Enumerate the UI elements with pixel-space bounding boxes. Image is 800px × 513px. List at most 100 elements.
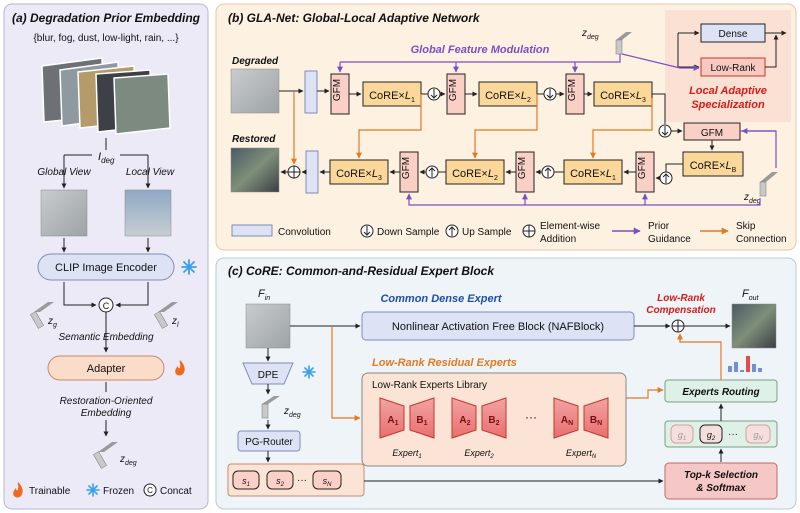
panel-core-block: (c) CoRE: Common-and-Residual Expert Blo… — [215, 257, 797, 510]
panel-c-title: (c) CoRE: Common-and-Residual Expert Blo… — [228, 264, 495, 278]
low-rank-compensation-2: Compensation — [646, 305, 715, 316]
local-adaptive-line2: Specialization — [691, 99, 765, 111]
legend-prior-1: Prior — [648, 221, 670, 232]
low-rank-label: Low-Rank — [710, 63, 756, 74]
core-e1-label: CoRE×L1 — [369, 90, 415, 104]
frozen-icon — [181, 259, 197, 275]
z-deg-label-b-top: zdeg — [581, 28, 599, 41]
legend-skip-1: Skip — [736, 221, 756, 232]
gfm-dec-2-label: GFM — [517, 157, 528, 179]
legend-up-sample: Up Sample — [462, 227, 512, 238]
clip-image-encoder — [37, 253, 175, 281]
core-d1-label: CoRE×L1 — [570, 168, 616, 182]
core-d2 — [445, 159, 505, 185]
gate-ellipsis: ··· — [728, 429, 738, 440]
core-d3 — [329, 159, 389, 185]
legend-down-sample: Down Sample — [377, 227, 440, 238]
topk-softmax — [664, 462, 778, 500]
adapter-label: Adapter — [87, 363, 126, 375]
core-bottleneck-label: CoRE×LB — [690, 160, 737, 174]
legend-element-wise-1: Element-wise — [540, 221, 600, 232]
core-d2-label: CoRE×L2 — [452, 168, 498, 182]
restored-label: Restored — [232, 134, 276, 145]
z-deg-label-a: zdeg — [119, 454, 137, 467]
experts-ellipsis: ··· — [525, 410, 537, 424]
z-g-label: zg — [47, 316, 57, 329]
z-g-vector — [30, 302, 54, 329]
gfm-dec-1-label: GFM — [637, 157, 648, 179]
svg-text:A1: A1 — [387, 415, 398, 427]
trainable-legend-icon — [13, 482, 23, 498]
encoder-conv — [304, 70, 318, 114]
decoder-conv — [305, 150, 319, 194]
restored-output-image — [230, 147, 280, 193]
dpe-label: DPE — [258, 370, 279, 381]
local-view-label: Local View — [126, 167, 175, 178]
core-e1 — [362, 81, 422, 107]
i-deg-label: Ideg — [98, 151, 115, 165]
degraded-label: Degraded — [232, 56, 279, 67]
pg-router — [237, 430, 301, 452]
legend-prior-2: Guidance — [648, 234, 691, 245]
core-bottleneck — [682, 151, 744, 177]
z-deg-vector-top — [615, 32, 632, 55]
semantic-embedding-label: Semantic Embedding — [58, 332, 153, 343]
z-deg-label-b-bottom: zdeg — [743, 192, 761, 205]
degradation-set-label: {blur, fog, dust, low-light, rain, ...} — [33, 33, 179, 44]
global-feature-modulation-label: Global Feature Modulation — [411, 44, 550, 56]
f-in-label: Fin — [258, 288, 270, 302]
gate-gn: gN — [753, 430, 763, 442]
expert-n: AN BN ExpertN — [553, 397, 609, 460]
core-e2 — [478, 81, 538, 107]
pg-router-label: PG-Router — [245, 437, 293, 448]
convolution-legend-icon — [231, 224, 273, 237]
score-s1: s1 — [242, 476, 250, 488]
dpe-block — [242, 362, 294, 385]
panel-b-title: (b) GLA-Net: Global-Local Adaptive Netwo… — [228, 11, 481, 25]
z-deg-label-c: zdeg — [283, 406, 301, 419]
degraded-input-image — [230, 68, 280, 114]
gfm-enc-2-label: GFM — [448, 79, 459, 101]
expert-1: A1 B1 Expert1 — [379, 397, 435, 460]
global-view-image — [40, 189, 88, 237]
panel-b-legend: Convolution Down Sample Up Sample Elemen… — [231, 221, 787, 245]
topk-label-2: & Softmax — [696, 483, 746, 494]
common-dense-expert-label: Common Dense Expert — [380, 293, 502, 305]
core-e3-label: CoRE×L3 — [600, 90, 646, 104]
svg-text:A2: A2 — [459, 415, 470, 427]
experts-library-label: Low-Rank Experts Library — [372, 380, 487, 391]
gfm-dec-3-label: GFM — [401, 157, 412, 179]
expert-2-label: Expert2 — [464, 448, 494, 460]
legend-convolution: Convolution — [278, 227, 331, 238]
low-rank-residual-experts-label: Low-Rank Residual Experts — [372, 357, 517, 369]
svg-text:B1: B1 — [416, 415, 427, 427]
gate-g1: g1 — [678, 430, 686, 442]
concat-symbol-letter: C — [103, 301, 110, 311]
z-l-label: zl — [171, 316, 179, 329]
clip-image-encoder-label: CLIP Image Encoder — [55, 262, 157, 274]
trainable-fire-icon — [175, 360, 185, 376]
dpe-frozen-icon — [302, 365, 316, 379]
gfm-enc-1-label: GFM — [332, 79, 343, 101]
concat-legend-icon — [143, 483, 157, 497]
degraded-image-stack — [41, 57, 171, 135]
routing-bar-chart-icon — [728, 356, 762, 372]
panel-a-title: (a) Degradation Prior Embedding — [12, 11, 201, 25]
core-d3-label: CoRE×L3 — [336, 168, 382, 182]
frozen-legend-icon — [86, 483, 100, 497]
gfm-enc-3-label: GFM — [567, 79, 578, 101]
adapter-block — [47, 355, 165, 381]
expert-1-label: Expert1 — [392, 448, 421, 460]
core-e2-label: CoRE×L2 — [485, 90, 531, 104]
f-out-label: Fout — [742, 288, 760, 302]
gfm-bottleneck-label: GFM — [701, 128, 723, 139]
low-rank-compensation-1: Low-Rank — [657, 293, 705, 304]
local-adaptive-line1: Local Adaptive — [689, 85, 767, 97]
legend-trainable: Trainable — [29, 486, 71, 497]
topk-label-1: Top-k Selection — [684, 470, 758, 481]
z-deg-vector-c — [261, 396, 280, 419]
legend-skip-2: Connection — [736, 234, 787, 245]
panel-gla-net: (b) GLA-Net: Global-Local Adaptive Netwo… — [215, 3, 797, 251]
gate-g2: g2 — [707, 430, 716, 442]
